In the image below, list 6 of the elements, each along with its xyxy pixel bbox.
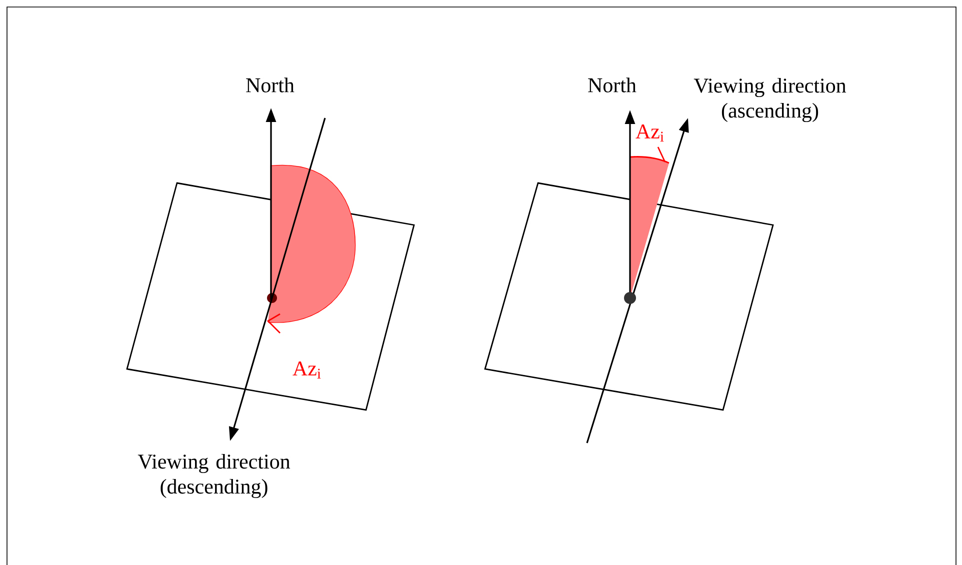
direction-label: North [246, 78, 294, 92]
direction-label: North [588, 78, 636, 92]
direction-label: Viewing direction (ascending) [694, 78, 846, 122]
angle-label: Az$_{i}$ [292, 362, 321, 378]
angle-label: Az$_{i}$ [636, 124, 664, 142]
direction-label: Viewing direction (descending) [138, 454, 290, 498]
